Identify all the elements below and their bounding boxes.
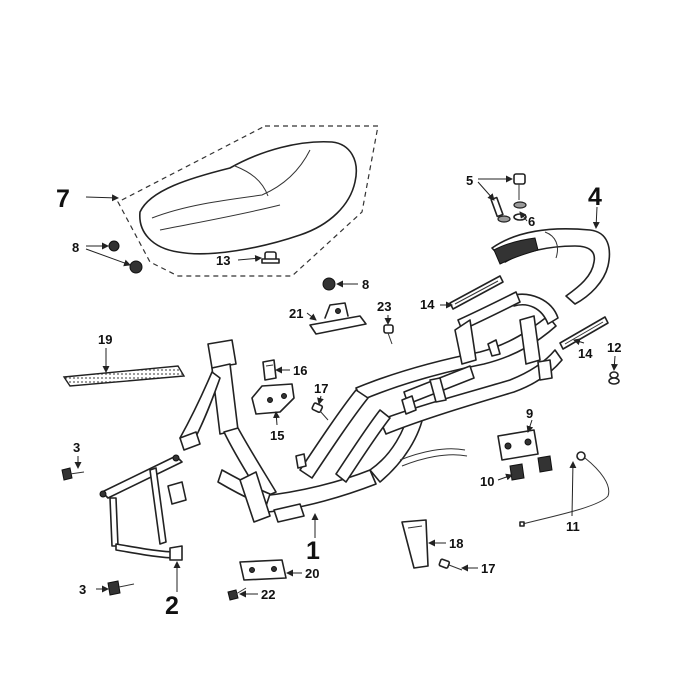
label-part-20: 20 — [305, 566, 319, 581]
label-part-12: 12 — [607, 340, 621, 355]
front-bracket-part — [99, 454, 187, 561]
rubber-strip-part-bottom — [559, 316, 609, 350]
label-part-4: 4 — [588, 183, 602, 211]
label-part-5: 5 — [466, 173, 473, 188]
label-part-18: 18 — [449, 536, 463, 551]
bolt-washer-part — [490, 173, 527, 223]
label-part-7: 7 — [56, 185, 70, 213]
seat-part — [117, 125, 379, 277]
label-part-23: 23 — [377, 299, 391, 314]
bolt-part-17-bottom — [438, 558, 463, 571]
label-part-14-top: 14 — [420, 297, 435, 312]
hinge-plate-part — [497, 429, 539, 461]
label-part-17-bottom: 17 — [481, 561, 495, 576]
mesh-panel-part — [62, 365, 186, 387]
label-part-10: 10 — [480, 474, 494, 489]
bracket-part-18 — [401, 519, 429, 569]
seat-nut-part — [261, 251, 280, 264]
label-part-11: 11 — [566, 519, 580, 534]
label-part-19: 19 — [98, 332, 112, 347]
label-part-3-top: 3 — [73, 440, 80, 455]
bolt-part-3-bottom — [107, 580, 135, 596]
grab-handle-part — [491, 228, 611, 305]
grommet-part — [608, 371, 620, 385]
label-part-3-bottom: 3 — [79, 582, 86, 597]
label-part-14-bottom: 14 — [578, 346, 593, 361]
label-part-8-left: 8 — [72, 240, 79, 255]
label-part-13: 13 — [216, 253, 230, 268]
label-part-22: 22 — [261, 587, 275, 602]
label-part-15: 15 — [270, 428, 284, 443]
nut-part-left — [108, 240, 143, 274]
label-part-17-top: 17 — [314, 381, 328, 396]
label-part-9: 9 — [526, 406, 533, 421]
label-part-8-right: 8 — [362, 277, 369, 292]
part-labels: 7 8 13 8 5 6 4 14 14 12 21 23 19 16 17 1… — [56, 173, 621, 620]
main-frame-part — [179, 291, 563, 523]
bolt-part-17-top — [311, 402, 329, 421]
label-part-16: 16 — [293, 363, 307, 378]
leader-lines — [74, 175, 618, 598]
clip-part — [262, 359, 277, 381]
bracket-plate-part — [309, 302, 367, 335]
label-part-6: 6 — [528, 214, 535, 229]
label-part-2: 2 — [165, 592, 179, 620]
label-part-1: 1 — [306, 537, 320, 565]
plate-part-20 — [239, 559, 287, 581]
screw-part-23 — [383, 324, 394, 345]
bolt-part-10 — [509, 455, 553, 481]
bolt-part-3-top — [61, 467, 85, 481]
label-part-21: 21 — [289, 306, 303, 321]
nut-part-right — [322, 277, 336, 291]
cable-part — [519, 451, 610, 527]
bracket-part-15 — [251, 383, 295, 415]
